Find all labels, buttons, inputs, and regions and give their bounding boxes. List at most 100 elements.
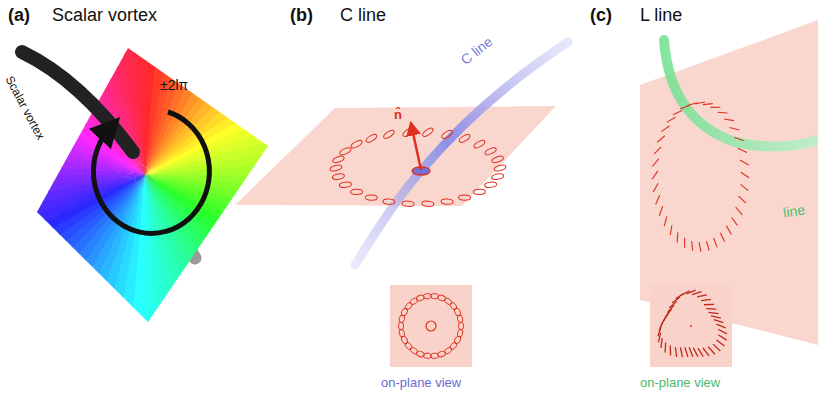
plane xyxy=(235,106,556,206)
polarization-ellipse xyxy=(491,173,504,180)
polarization-line xyxy=(741,172,749,178)
polarization-line xyxy=(706,241,709,251)
polarization-line xyxy=(709,312,719,313)
polarization-ellipse xyxy=(437,294,446,302)
polarization-line xyxy=(652,171,658,179)
polarization-line xyxy=(736,207,743,215)
polarization-ellipse xyxy=(453,335,461,345)
polarization-line xyxy=(653,159,659,167)
polarization-line xyxy=(667,117,676,122)
polarization-line xyxy=(716,324,725,328)
circulation-arrow xyxy=(93,112,209,233)
polarization-ellipse xyxy=(409,297,419,306)
vector-label: n̂ xyxy=(394,108,402,122)
polarization-line xyxy=(710,107,720,108)
polarization-ellipse xyxy=(350,139,363,149)
polarization-line xyxy=(713,344,720,351)
polarization-line xyxy=(704,304,714,306)
phase-plane xyxy=(0,0,405,417)
vortex-label: Scalar vortex xyxy=(2,74,47,142)
polarization-ellipse xyxy=(332,173,345,180)
inset xyxy=(650,285,732,367)
polarization-ellipse xyxy=(339,146,352,156)
polarization-ellipse xyxy=(404,301,413,310)
polarization-line xyxy=(661,338,662,348)
polarization-line xyxy=(739,196,746,203)
polarization-line xyxy=(708,347,715,354)
polarization-line xyxy=(740,184,748,190)
polarization-line xyxy=(673,110,682,114)
polarization-ellipse xyxy=(365,133,378,144)
polarization-ellipse xyxy=(365,195,377,201)
polarization-line xyxy=(740,160,749,165)
polarization-line xyxy=(711,316,721,318)
polarization-ellipse xyxy=(330,164,343,172)
polarization-line xyxy=(706,308,716,310)
panel-title: Scalar vortex xyxy=(52,6,157,26)
polarization-ellipse xyxy=(400,307,408,317)
polarization-line xyxy=(701,299,711,300)
polarization-ellipse xyxy=(409,346,419,355)
polarization-ellipse xyxy=(441,199,453,205)
polarization-line xyxy=(703,103,713,105)
polarization-line xyxy=(734,137,743,140)
polarization-line xyxy=(677,232,679,242)
panel-letter: (c) xyxy=(590,6,612,26)
polarization-line xyxy=(664,343,666,353)
polarization-line xyxy=(661,126,669,132)
polarization-ellipse xyxy=(449,301,458,310)
polarization-line xyxy=(698,348,703,356)
polarization-line xyxy=(699,242,701,252)
polarization-ellipse xyxy=(484,182,496,188)
polarization-line xyxy=(684,238,685,248)
polarization-line xyxy=(718,329,727,334)
polarization-line xyxy=(738,148,747,152)
c-line xyxy=(355,42,568,265)
polarization-ellipse xyxy=(443,297,453,306)
polarization-ellipse xyxy=(458,133,471,144)
polarization-ellipse xyxy=(422,201,434,207)
line-label: C line xyxy=(458,34,496,68)
polarization-ellipse xyxy=(491,155,504,164)
polarization-ellipse xyxy=(416,350,425,358)
polarization-line xyxy=(718,112,728,114)
polarization-line xyxy=(653,183,658,192)
polarization-line xyxy=(656,195,660,204)
polarization-ellipse xyxy=(402,201,414,207)
inset-caption: on-plane view xyxy=(640,376,720,390)
polarization-ellipse xyxy=(441,129,454,140)
phase-label: ±2lπ xyxy=(160,78,188,93)
polarization-ellipse xyxy=(473,139,486,149)
panel-title: L line xyxy=(640,6,682,26)
l-line xyxy=(664,40,818,147)
polarization-ellipse xyxy=(421,127,434,138)
polarization-ellipse xyxy=(458,322,463,330)
polarization-line xyxy=(664,216,666,226)
panel-letter: (a) xyxy=(8,6,30,26)
polarization-line xyxy=(659,206,662,215)
polarization-line xyxy=(720,233,724,242)
polarization-ellipse xyxy=(484,146,497,156)
polarization-ellipse xyxy=(404,341,413,350)
polarization-line xyxy=(689,347,693,356)
polarization-ellipse xyxy=(351,189,363,195)
polarization-line xyxy=(717,340,725,346)
polarization-line xyxy=(730,127,740,129)
polarization-line xyxy=(685,347,688,357)
polarization-line xyxy=(703,348,709,356)
polarization-ellipse xyxy=(398,322,403,330)
polarization-line xyxy=(670,225,672,235)
polarization-line xyxy=(714,320,724,323)
polarization-ellipse xyxy=(459,195,471,201)
polarization-line xyxy=(693,348,698,357)
polarization-line xyxy=(654,147,661,154)
panel-title: C line xyxy=(340,6,386,26)
normal-vector xyxy=(412,128,421,170)
polarization-ellipse xyxy=(339,182,351,188)
polarization-line xyxy=(670,346,672,356)
polarization-line xyxy=(732,217,738,225)
phase-wedge xyxy=(0,175,145,220)
inset-caption: on-plane view xyxy=(381,376,461,390)
